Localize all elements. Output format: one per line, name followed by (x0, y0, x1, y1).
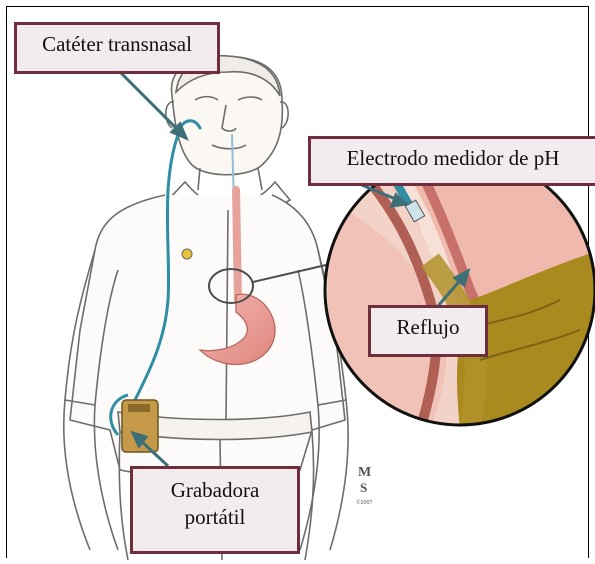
esophagus (236, 190, 238, 300)
artist-signature: M S ©2007 (356, 465, 373, 506)
ph-sensor-dot (182, 249, 192, 259)
catheter-arrow (120, 72, 178, 130)
electrode-label-text: Electrodo medidor de pH (317, 145, 589, 172)
catheter-label: Catéter transnasal (14, 22, 220, 74)
reflux-label: Reflujo (368, 305, 488, 357)
svg-text:S: S (360, 480, 367, 495)
recorder-label-line1: Grabadora (139, 477, 291, 504)
catheter-label-text: Catéter transnasal (23, 31, 211, 58)
recorder-label: Grabadora portátil (130, 466, 300, 554)
magnified-view (325, 155, 595, 430)
reflux-label-text: Reflujo (377, 314, 479, 341)
electrode-label: Electrodo medidor de pH (308, 136, 595, 186)
recorder-label-line2: portátil (139, 504, 291, 531)
svg-text:©2007: ©2007 (356, 499, 373, 506)
svg-text:M: M (358, 465, 371, 480)
